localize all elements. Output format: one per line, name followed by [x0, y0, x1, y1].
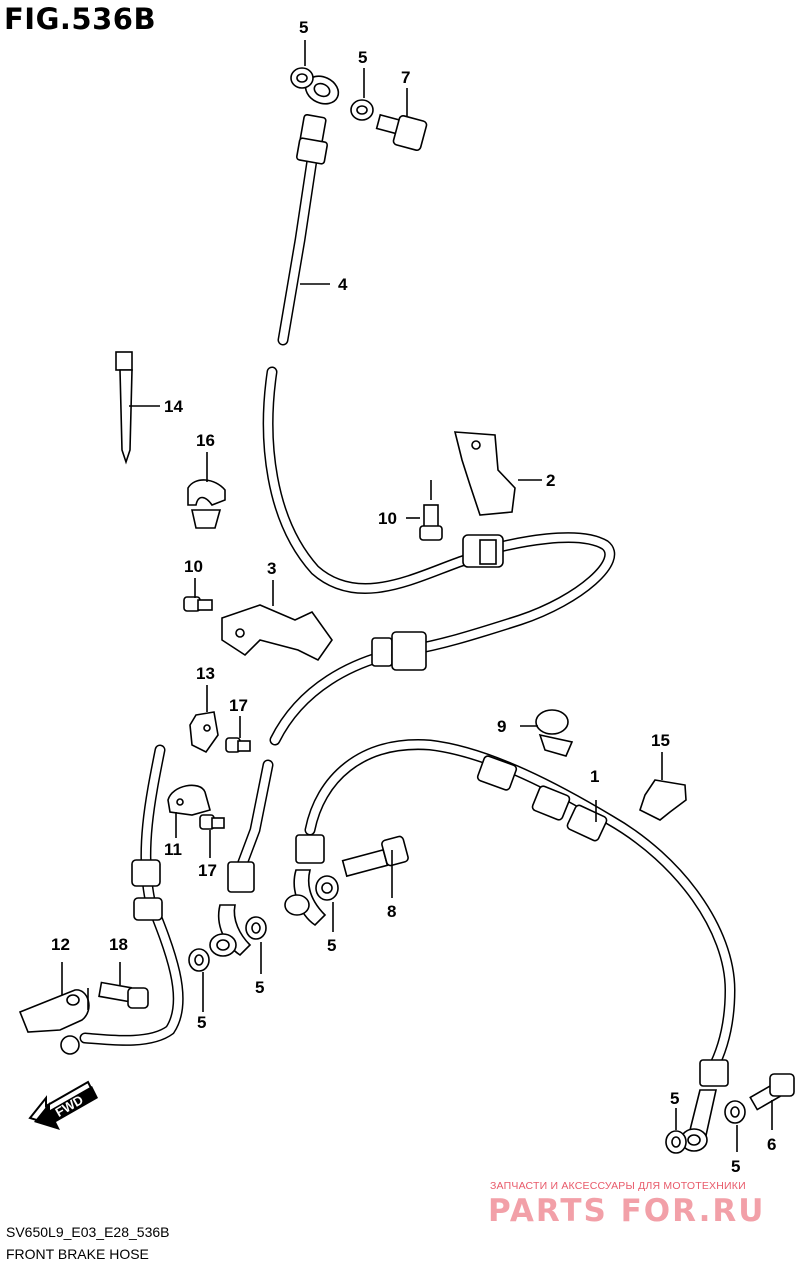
hose-4 [262, 75, 471, 594]
bracket-2 [453, 431, 516, 516]
hose-1 [284, 739, 736, 1152]
callout-17: 17 [229, 696, 248, 715]
hose-middle [209, 532, 616, 957]
fwd-arrow-icon: FWD [28, 1080, 98, 1130]
bracket-3 [221, 604, 333, 662]
callout-8: 8 [387, 902, 396, 921]
callout-2: 2 [546, 471, 555, 490]
callout-7: 7 [401, 68, 410, 87]
callout-3: 3 [267, 559, 276, 578]
callout-5: 5 [327, 936, 336, 955]
banjo-bolt-7 [375, 113, 428, 152]
figure-code: SV650L9_E03_E28_536B [6, 1224, 170, 1240]
clamp-11 [167, 784, 211, 816]
callout-11: 11 [164, 840, 182, 859]
washer-5-top-a [290, 67, 314, 89]
washer-5-top-b [350, 99, 374, 121]
bolt-17-upper [225, 737, 251, 753]
callout-10: 10 [184, 557, 203, 576]
cable-tie-14 [115, 351, 133, 465]
callout-1: 1 [590, 767, 599, 786]
bracket-13 [189, 711, 219, 754]
callout-labels: 5 5 7 4 14 16 2 10 10 3 13 17 9 15 1 11 … [51, 18, 776, 1176]
figure-title: FIG.536B [4, 2, 157, 36]
callout-13: 13 [196, 664, 215, 683]
callout-16: 16 [196, 431, 215, 450]
bolt-10-right [419, 504, 443, 541]
clamp-15 [639, 779, 687, 821]
clamp-16 [187, 479, 226, 529]
watermark-brand-logo: PARTS FOR.RU [488, 1193, 766, 1229]
washer-5-low-a [665, 1130, 687, 1154]
callout-5: 5 [670, 1089, 679, 1108]
washer-5-mid-a [188, 948, 210, 972]
callout-14: 14 [164, 397, 183, 416]
callout-6: 6 [767, 1135, 776, 1154]
callout-5: 5 [197, 1013, 206, 1032]
washer-5-mid-b [245, 916, 267, 940]
banjo-bolt-8 [341, 835, 409, 878]
bolt-18 [98, 981, 149, 1009]
watermark-tagline: ЗАПЧАСТИ И АКСЕССУАРЫ ДЛЯ МОТОТЕХНИКИ [490, 1180, 746, 1192]
leader-lines [61, 40, 773, 1152]
washer-5-low-b [724, 1100, 746, 1124]
sensor-12-cable [18, 744, 184, 1055]
callout-12: 12 [51, 935, 70, 954]
banjo-bolt-6 [749, 1073, 795, 1111]
callout-5: 5 [358, 48, 367, 67]
callout-15: 15 [651, 731, 670, 750]
callout-17: 17 [198, 861, 217, 880]
callout-4: 4 [338, 275, 348, 294]
callout-5: 5 [255, 978, 264, 997]
callout-5: 5 [299, 18, 308, 37]
bolt-10-left [183, 596, 213, 612]
callout-5: 5 [731, 1157, 740, 1176]
figure-description: FRONT BRAKE HOSE [6, 1246, 149, 1262]
callout-9: 9 [497, 717, 506, 736]
clamp-9 [535, 709, 574, 757]
bolt-17-lower [199, 814, 225, 830]
callout-10: 10 [378, 509, 397, 528]
callout-18: 18 [109, 935, 128, 954]
washer-5-mid-right [315, 875, 339, 901]
